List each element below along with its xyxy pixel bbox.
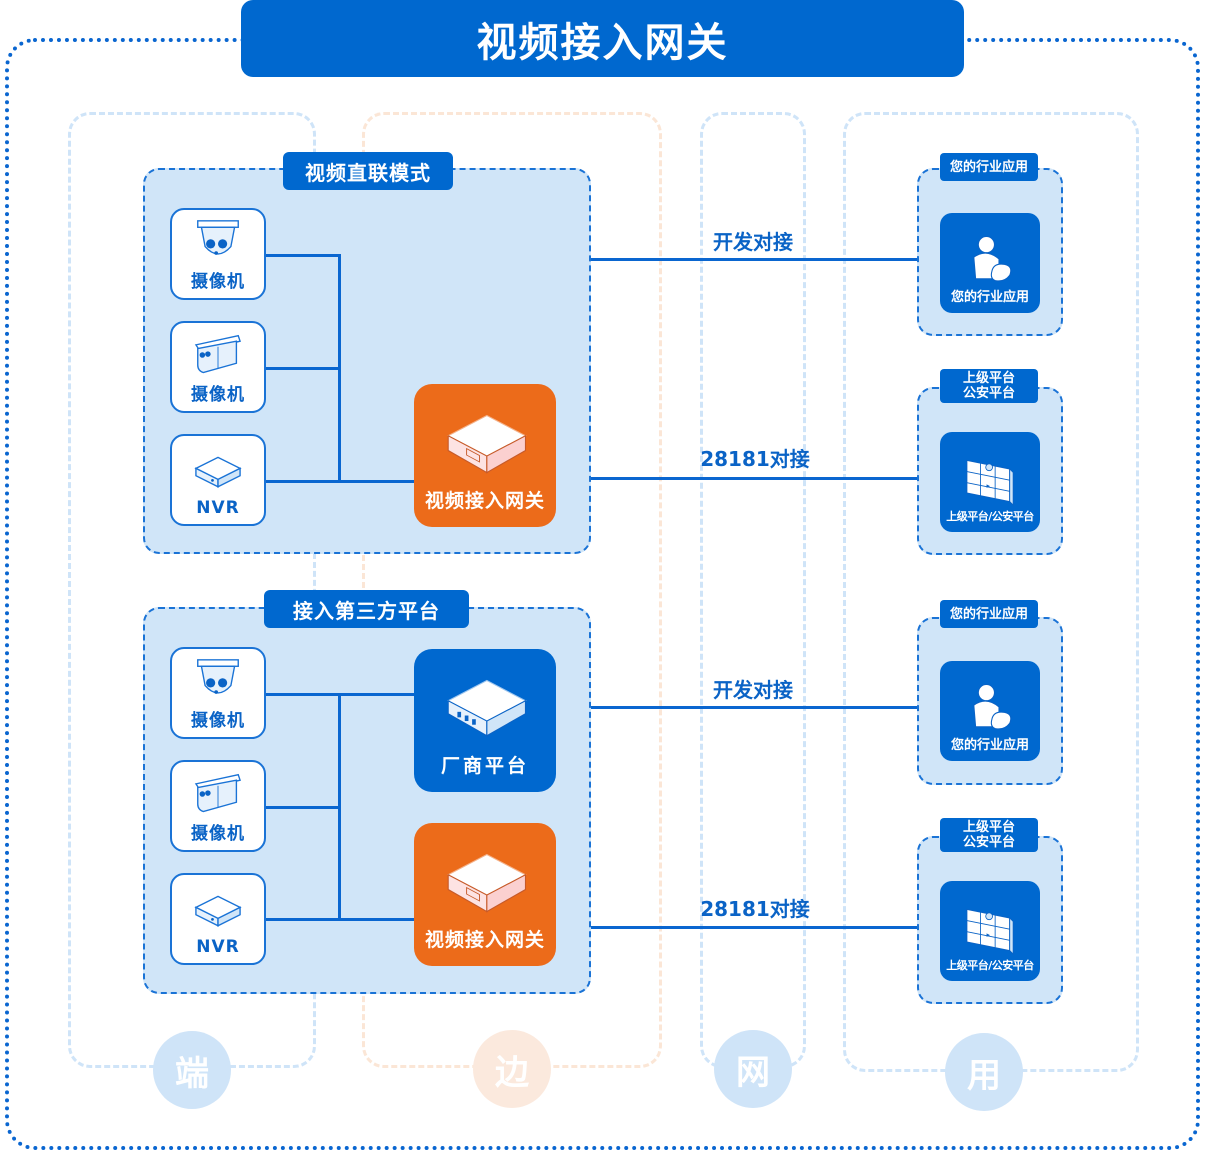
connector-line (264, 806, 340, 809)
connector-line (338, 693, 341, 921)
app-group-label-line: 上级平台 (962, 371, 1015, 386)
connection-label: 开发对接 (713, 230, 793, 254)
app-group-label: 上级平台 公安平台 (940, 818, 1038, 852)
app-card[interactable]: 您的行业应用 (940, 213, 1040, 313)
app-group-label: 您的行业应用 (940, 153, 1038, 181)
video-wall-icon (960, 903, 1020, 957)
gateway-server-icon (439, 847, 531, 921)
vendor-platform-card[interactable]: 厂商平台 (414, 649, 556, 792)
app-card-label: 您的行业应用 (950, 290, 1029, 305)
device-card[interactable]: 摄像机 (170, 208, 266, 300)
connection-label: 28181对接 (700, 447, 810, 471)
device-card[interactable]: NVR (170, 434, 266, 526)
gateway-label: 视频接入网关 (424, 490, 545, 512)
app-group-label-line: 公安平台 (962, 386, 1015, 401)
nvr-icon (190, 889, 246, 935)
app-card-label: 上级平台/公安平台 (946, 959, 1034, 972)
lane-badge-wang: 网 (714, 1030, 792, 1108)
device-label: 摄像机 (191, 824, 245, 844)
app-card-label: 上级平台/公安平台 (946, 510, 1034, 523)
device-label: 摄像机 (191, 272, 245, 292)
vendor-server-icon (439, 673, 531, 747)
user-app-icon (963, 680, 1017, 734)
nvr-icon (190, 450, 246, 496)
connector-line (338, 254, 341, 483)
app-card[interactable]: 您的行业应用 (940, 661, 1040, 761)
device-label: NVR (196, 937, 240, 957)
gateway-label: 厂商平台 (440, 755, 529, 777)
device-card[interactable]: 摄像机 (170, 321, 266, 413)
connection-line (591, 258, 919, 261)
dome-camera-icon (190, 658, 246, 704)
app-card-label: 您的行业应用 (950, 738, 1029, 753)
device-card[interactable]: 摄像机 (170, 760, 266, 852)
app-group-label-line: 上级平台 (962, 820, 1015, 835)
gateway-label: 视频接入网关 (424, 929, 545, 951)
lane-badge-bian: 边 (473, 1030, 551, 1108)
app-group-label: 上级平台 公安平台 (940, 369, 1038, 403)
lane-wang (700, 112, 806, 1068)
connector-line (264, 367, 340, 370)
device-label: 摄像机 (191, 385, 245, 405)
lane-badge-duan: 端 (153, 1031, 231, 1109)
device-label: NVR (196, 498, 240, 518)
connection-line (591, 706, 919, 709)
bullet-camera-icon (190, 332, 246, 378)
app-group-label-line: 您的行业应用 (949, 159, 1028, 175)
connection-line (591, 926, 919, 929)
user-app-icon (963, 232, 1017, 286)
device-label: 摄像机 (191, 711, 245, 731)
dome-camera-icon (190, 219, 246, 265)
gateway-server-icon (439, 408, 531, 482)
device-card[interactable]: NVR (170, 873, 266, 965)
app-card[interactable]: 上级平台/公安平台 (940, 881, 1040, 981)
app-group-label-line: 您的行业应用 (949, 606, 1028, 622)
device-card[interactable]: 摄像机 (170, 647, 266, 739)
lane-badge-yong: 用 (945, 1033, 1023, 1111)
gateway-card[interactable]: 视频接入网关 (414, 823, 556, 966)
connection-label: 开发对接 (713, 678, 793, 702)
app-group-label-line: 公安平台 (962, 835, 1015, 850)
group-label: 接入第三方平台 (264, 590, 469, 628)
connector-line (264, 254, 340, 257)
connection-line (591, 477, 919, 480)
app-card[interactable]: 上级平台/公安平台 (940, 432, 1040, 532)
bullet-camera-icon (190, 771, 246, 817)
video-wall-icon (960, 454, 1020, 508)
page-title: 视频接入网关 (241, 0, 964, 77)
connection-label: 28181对接 (700, 897, 810, 921)
app-group-label: 您的行业应用 (940, 600, 1038, 628)
gateway-card[interactable]: 视频接入网关 (414, 384, 556, 527)
group-label: 视频直联模式 (283, 152, 453, 190)
